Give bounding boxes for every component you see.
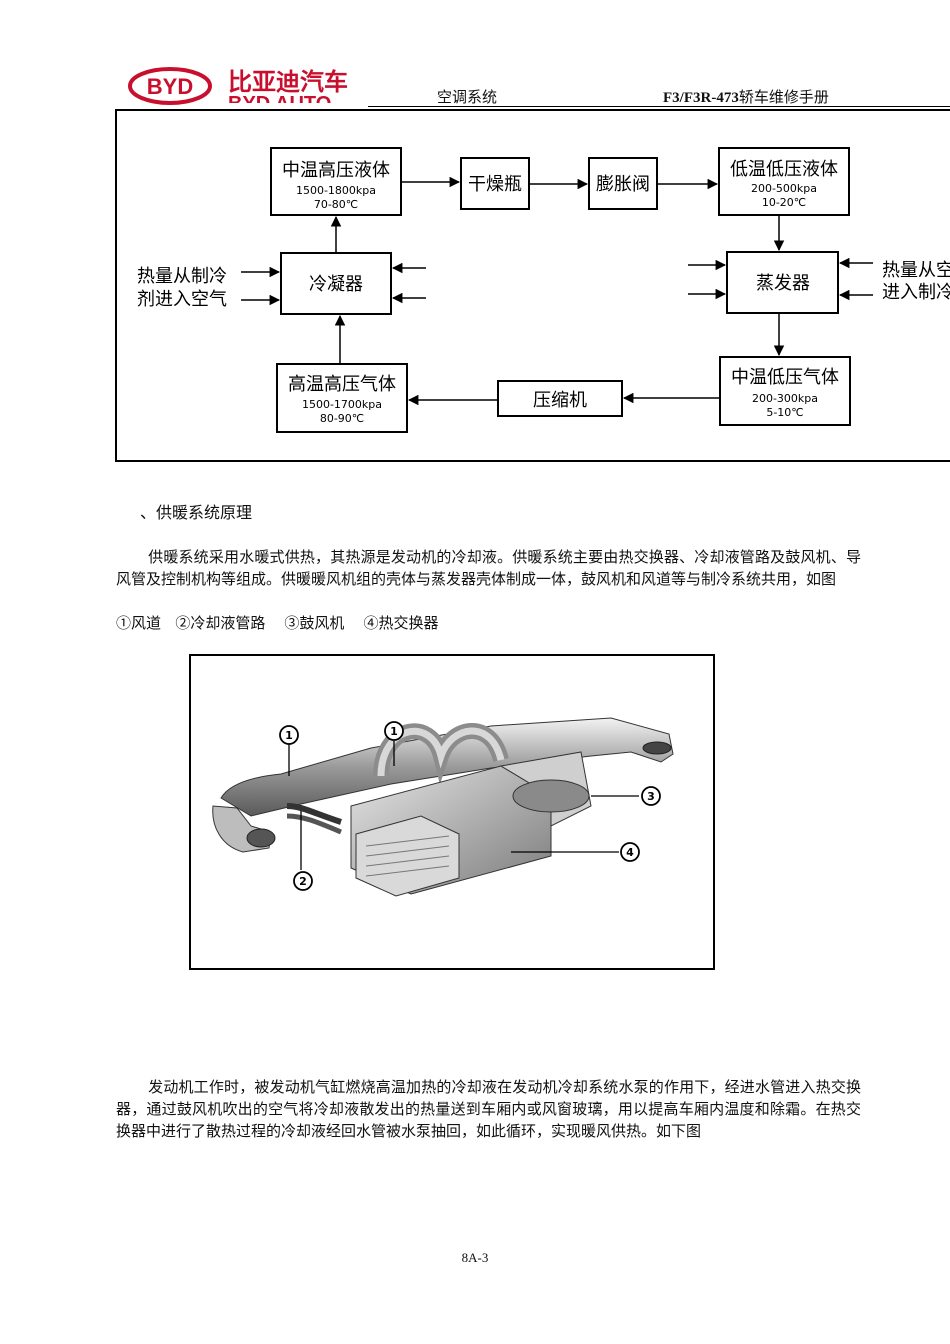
svg-text:2: 2: [299, 875, 307, 888]
right-heat-note-1: 热量从空: [882, 260, 950, 281]
svg-text:1500-1700kpa: 1500-1700kpa: [302, 398, 382, 411]
manual-suffix: 轿车维修手册: [738, 88, 829, 106]
callout-1a: 1: [279, 725, 299, 745]
svg-text:10-20℃: 10-20℃: [762, 196, 806, 209]
section-title: 、供暖系统原理: [140, 503, 253, 522]
callout-4: 4: [620, 842, 640, 862]
flow-arrows: [241, 176, 873, 406]
paragraph-2-text: 发动机工作时，被发动机气缸燃烧高温加热的冷却液在发动机冷却系统水泵的作用下，经进…: [116, 1078, 861, 1140]
svg-text:3: 3: [647, 790, 655, 803]
right-heat-note-2: 进入制冷: [882, 282, 950, 303]
svg-text:膨胀阀: 膨胀阀: [596, 174, 650, 195]
legend-heat-exchanger: ④热交换器: [363, 614, 439, 632]
svg-text:1: 1: [390, 725, 398, 738]
box-high-temp-high-gas: 高温高压气体 1500-1700kpa 80-90℃: [276, 363, 408, 433]
callout-1b: 1: [384, 721, 404, 741]
svg-text:1500-1800kpa: 1500-1800kpa: [296, 184, 376, 197]
hvac-assembly-figure: 1 1 2 3 4: [189, 654, 715, 970]
svg-text:5-10℃: 5-10℃: [766, 406, 803, 419]
svg-text:80-90℃: 80-90℃: [320, 412, 364, 425]
header-rule: [368, 106, 950, 107]
brand-en: BYD AUTO: [228, 93, 331, 108]
svg-text:蒸发器: 蒸发器: [756, 273, 810, 294]
legend-blower: ③鼓风机: [284, 614, 345, 632]
svg-text:中温低压气体: 中温低压气体: [731, 367, 839, 388]
box-low-temp-low-liquid: 低温低压液体 200-500kpa 10-20℃: [718, 147, 850, 216]
svg-text:压缩机: 压缩机: [533, 390, 587, 411]
paragraph-heating-overview: 供暖系统采用水暖式供热，其热源是发动机的冷却液。供暖系统主要由热交换器、冷却液管…: [116, 546, 861, 590]
svg-text:低温低压液体: 低温低压液体: [730, 159, 838, 180]
callout-3: 3: [641, 786, 661, 806]
left-heat-note-1: 热量从制冷: [137, 266, 227, 287]
svg-text:干燥瓶: 干燥瓶: [468, 174, 522, 195]
parts-legend: ①风道 ②冷却液管路 ③鼓风机 ④热交换器: [116, 612, 439, 633]
svg-text:4: 4: [626, 846, 634, 859]
manual-model: F3/F3R-473: [663, 90, 739, 106]
box-compressor: 压缩机: [497, 380, 623, 417]
svg-text:70-80℃: 70-80℃: [314, 198, 358, 211]
box-condenser: 冷凝器: [280, 252, 392, 315]
legend-air-duct: ①风道: [116, 614, 162, 632]
svg-text:200-300kpa: 200-300kpa: [752, 392, 818, 405]
refrigerant-flow-diagram: 中温高压液体 1500-1800kpa 70-80℃ 干燥瓶 膨胀阀 低温低压液…: [115, 109, 950, 464]
left-heat-note-2: 剂进入空气: [137, 289, 227, 310]
paragraph-1-text: 供暖系统采用水暖式供热，其热源是发动机的冷却液。供暖系统主要由热交换器、冷却液管…: [116, 548, 861, 588]
box-mid-temp-high-liquid: 中温高压液体 1500-1800kpa 70-80℃: [270, 147, 402, 216]
svg-text:200-500kpa: 200-500kpa: [751, 182, 817, 195]
legend-coolant-pipe: ②冷却液管路: [175, 614, 266, 632]
box-mid-temp-low-gas: 中温低压气体 200-300kpa 5-10℃: [719, 356, 851, 426]
logo-text: BYD: [147, 74, 193, 99]
brand-logo: BYD 比亚迪汽车 BYD AUTO: [128, 64, 368, 108]
svg-text:1: 1: [285, 729, 293, 742]
box-expansion-valve: 膨胀阀: [588, 157, 658, 210]
svg-text:中温高压液体: 中温高压液体: [282, 160, 390, 181]
box-evaporator: 蒸发器: [726, 251, 839, 314]
header-section: 空调系统: [437, 88, 498, 106]
callout-2: 2: [293, 871, 313, 891]
brand-cn: 比亚迪汽车: [228, 68, 348, 96]
svg-text:冷凝器: 冷凝器: [309, 274, 363, 295]
page-number: 8A-3: [461, 1250, 489, 1265]
paragraph-heating-operation: 发动机工作时，被发动机气缸燃烧高温加热的冷却液在发动机冷却系统水泵的作用下，经进…: [116, 1076, 861, 1142]
box-dryer: 干燥瓶: [460, 157, 530, 210]
svg-text:高温高压气体: 高温高压气体: [288, 374, 396, 395]
header-manual: F3/F3R-473轿车维修手册: [663, 86, 829, 107]
